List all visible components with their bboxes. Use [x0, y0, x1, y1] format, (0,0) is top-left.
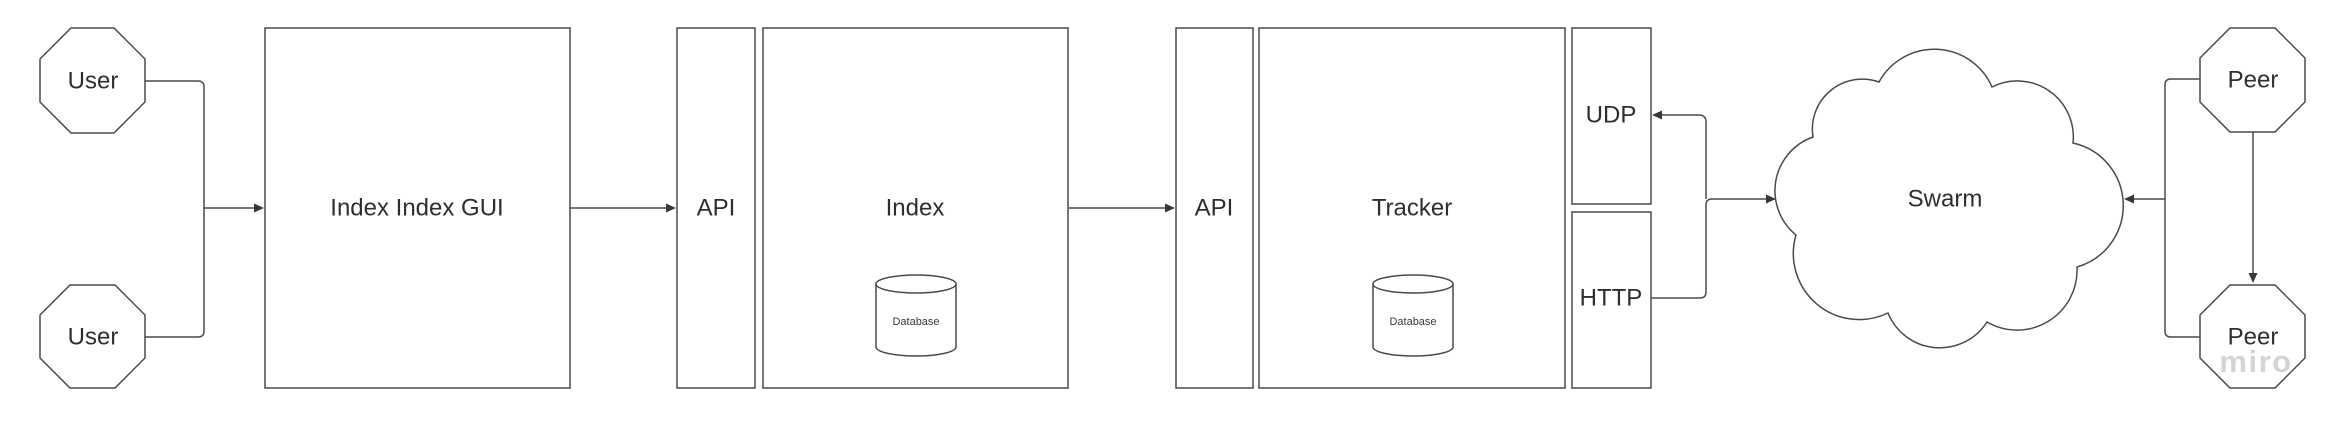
http-box[interactable] [1571, 211, 1652, 389]
user-top-label: User [68, 68, 119, 95]
user-top-octagon[interactable] [39, 27, 146, 134]
peer-bottom-octagon[interactable] [2199, 284, 2306, 389]
peer-top-octagon[interactable] [2199, 27, 2306, 133]
peer-top-label: Peer [2228, 67, 2279, 94]
tracker-label: Tracker [1372, 195, 1452, 222]
edge-http-to-swarm[interactable] [1651, 194, 1776, 299]
index-gui-box[interactable] [264, 27, 571, 389]
tracker-api-box[interactable] [1175, 27, 1254, 389]
udp-box[interactable] [1571, 27, 1652, 205]
index-database-label: Database [892, 316, 939, 328]
tracker-api-label: API [1195, 195, 1234, 222]
udp-label: UDP [1586, 102, 1637, 129]
arrowhead-into-peer-bottom [2248, 273, 2258, 283]
index-label: Index [886, 195, 945, 222]
index-database-cylinder[interactable]: Database [875, 274, 957, 357]
swarm-label: Swarm [1908, 186, 1983, 213]
arrowhead-into-swarm-left [1766, 194, 1776, 204]
http-label: HTTP [1580, 285, 1643, 312]
arrowhead-into-index-api [666, 203, 676, 213]
tracker-database-cylinder[interactable]: Database [1372, 274, 1454, 357]
edge-user-top-to-gui[interactable] [145, 80, 205, 208]
edge-peer-top-to-peer-bottom[interactable] [2248, 132, 2258, 283]
index-gui-label: Index Index GUI [330, 195, 503, 222]
user-bottom-octagon[interactable] [39, 284, 146, 389]
peer-bottom-label: Peer [2228, 324, 2279, 351]
edge-index-to-tracker-api[interactable] [1069, 203, 1175, 213]
edge-peer-bracket[interactable] [2124, 78, 2200, 338]
arrowhead-into-tracker-api [1165, 203, 1175, 213]
arrowhead-into-udp [1652, 110, 1662, 120]
arrowhead-into-gui [254, 203, 264, 213]
swarm-cloud[interactable] [1774, 48, 2124, 349]
miro-watermark: miro [2219, 344, 2292, 379]
index-api-label: API [697, 195, 736, 222]
edge-swarm-to-udp[interactable] [1652, 110, 1707, 200]
edge-user-bottom-to-gui[interactable] [145, 208, 205, 338]
user-bottom-label: User [68, 324, 119, 351]
arrowhead-into-swarm-right [2124, 194, 2134, 204]
index-api-box[interactable] [676, 27, 756, 389]
edge-users-merge-to-gui[interactable] [204, 203, 264, 213]
tracker-database-label: Database [1389, 316, 1436, 328]
edge-gui-to-index-api[interactable] [570, 203, 676, 213]
